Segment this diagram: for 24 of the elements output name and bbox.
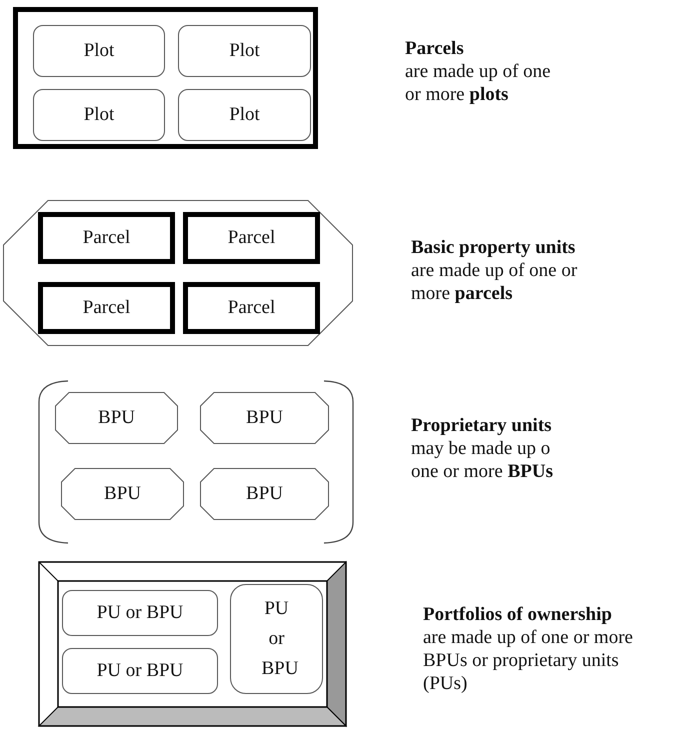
description-heading: Portfolios of ownership [423,603,613,626]
bordered-box: Parcel [183,212,320,264]
description-text: are made up of one or more BPUs or proprietary units (PUs) [423,626,634,695]
bordered-box: Parcel [183,282,320,334]
description-heading: Parcels [405,37,465,60]
octagon-box: BPU [61,468,184,520]
description-text: may be made up o one or more BPUs [411,437,554,483]
description-heading: Basic property units [411,236,576,259]
octagon-box: BPU [200,392,329,444]
thick-frame [13,7,318,149]
rounded-box: PU or BPU [230,584,323,694]
bordered-box: Parcel [38,212,175,264]
octagon-box: BPU [55,392,178,444]
description-text: are made up of one or more parcels [411,259,578,305]
rounded-box: Plot [33,25,165,77]
rounded-box: Plot [178,89,311,141]
description-text: are made up of one or more plots [405,60,552,106]
description-heading: Proprietary units [411,414,553,437]
rounded-box: PU or BPU [62,590,218,636]
octagon-box: BPU [200,468,329,520]
rounded-box: Plot [33,89,165,141]
rounded-box: PU or BPU [62,648,218,694]
bordered-box: Parcel [38,282,175,334]
rounded-box: Plot [178,25,311,77]
